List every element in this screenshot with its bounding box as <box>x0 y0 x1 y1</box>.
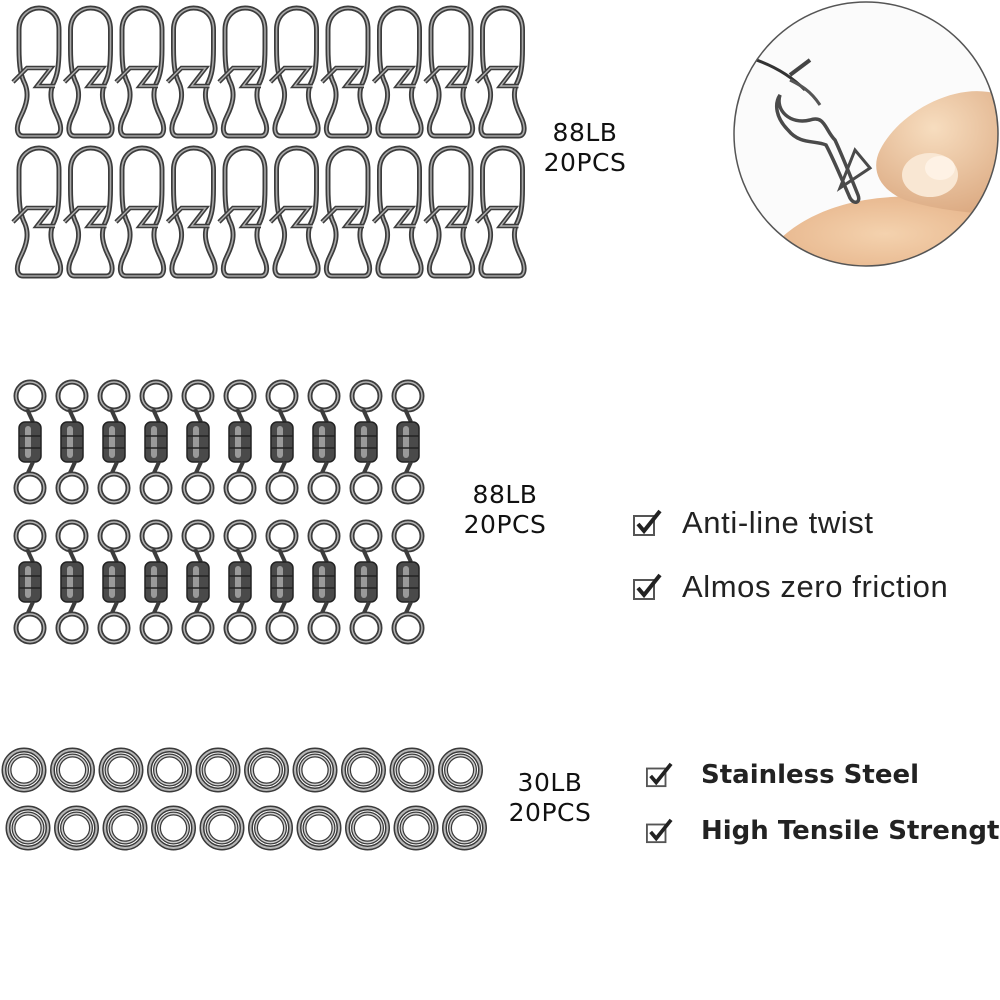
swivel <box>181 519 215 645</box>
snap-spec-label: 88LB 20PCS <box>525 118 645 178</box>
snap-clip <box>217 5 270 139</box>
swivel <box>265 379 299 505</box>
feature-zero-friction: Almos zero friction <box>632 569 948 605</box>
ring-spec-label: 30LB 20PCS <box>490 768 610 828</box>
snap-clip <box>217 145 270 279</box>
swivel <box>223 519 257 645</box>
split-ring <box>50 747 95 793</box>
snap-clip <box>268 145 321 279</box>
ring-load: 30LB <box>517 768 583 797</box>
swivel <box>139 519 173 645</box>
swivel <box>97 379 131 505</box>
split-ring <box>102 805 148 851</box>
ring-count: 20PCS <box>508 798 592 827</box>
feature-stainless-steel: Stainless Steel <box>645 760 919 790</box>
swivel <box>307 379 341 505</box>
swivel <box>307 519 341 645</box>
split-ring <box>296 805 342 851</box>
split-ring <box>98 747 144 793</box>
snap-clip <box>371 5 424 139</box>
checkbox-check-icon <box>632 509 662 537</box>
swivel <box>349 379 383 505</box>
split-ring <box>54 805 99 851</box>
snap-clip <box>320 5 373 139</box>
swivel <box>55 519 89 645</box>
swivel-load: 88LB <box>472 480 538 509</box>
snap-clip <box>165 5 218 139</box>
swivel <box>223 379 257 505</box>
snap-clip <box>165 145 218 279</box>
swivel <box>97 519 131 645</box>
swivel <box>349 519 383 645</box>
swivel-count: 20PCS <box>463 510 547 539</box>
split-ring <box>345 805 390 851</box>
feature-text: Almos zero friction <box>682 569 949 604</box>
snap-clip <box>11 145 64 279</box>
split-ring <box>5 805 51 851</box>
swivel <box>139 379 173 505</box>
snap-count: 20PCS <box>543 148 627 177</box>
split-ring <box>341 747 386 793</box>
checkbox-check-icon <box>645 818 673 844</box>
snap-clip <box>371 145 424 279</box>
split-ring <box>195 747 241 793</box>
swivel <box>391 379 425 505</box>
snap-clip <box>11 5 64 139</box>
usage-photo-circle <box>730 0 1000 272</box>
snap-load: 88LB <box>552 118 618 147</box>
split-ring <box>199 805 245 851</box>
feature-anti-line-twist: Anti-line twist <box>632 505 874 541</box>
swivel <box>55 379 89 505</box>
swivel-spec-label: 88LB 20PCS <box>445 480 565 540</box>
swivel <box>13 519 47 645</box>
split-ring <box>438 747 483 793</box>
checkbox-check-icon <box>645 762 673 788</box>
swivel <box>181 379 215 505</box>
snap-clip <box>423 145 476 279</box>
split-ring <box>389 747 435 793</box>
feature-high-tensile: High Tensile Strength <box>645 816 1000 846</box>
snap-clips-group <box>11 5 527 279</box>
snap-clip <box>62 145 115 279</box>
snap-clip <box>474 5 527 139</box>
split-rings-group <box>1 747 487 851</box>
snap-clip <box>114 145 167 279</box>
snap-clip <box>423 5 476 139</box>
feature-text: Anti-line twist <box>682 505 874 540</box>
split-ring <box>147 747 192 793</box>
snap-clip <box>62 5 115 139</box>
split-ring <box>393 805 439 851</box>
split-ring <box>292 747 338 793</box>
split-ring <box>442 805 487 851</box>
split-ring <box>248 805 293 851</box>
split-ring <box>1 747 47 793</box>
snap-clip <box>268 5 321 139</box>
snap-clip <box>474 145 527 279</box>
snap-clip <box>320 145 373 279</box>
swivels-group <box>13 379 425 645</box>
swivel <box>13 379 47 505</box>
split-ring <box>244 747 289 793</box>
swivel <box>265 519 299 645</box>
swivel <box>391 519 425 645</box>
snap-clip <box>114 5 167 139</box>
feature-text: High Tensile Strength <box>701 816 1000 846</box>
feature-text: Stainless Steel <box>701 760 920 790</box>
checkbox-check-icon <box>632 573 662 601</box>
split-ring <box>151 805 196 851</box>
